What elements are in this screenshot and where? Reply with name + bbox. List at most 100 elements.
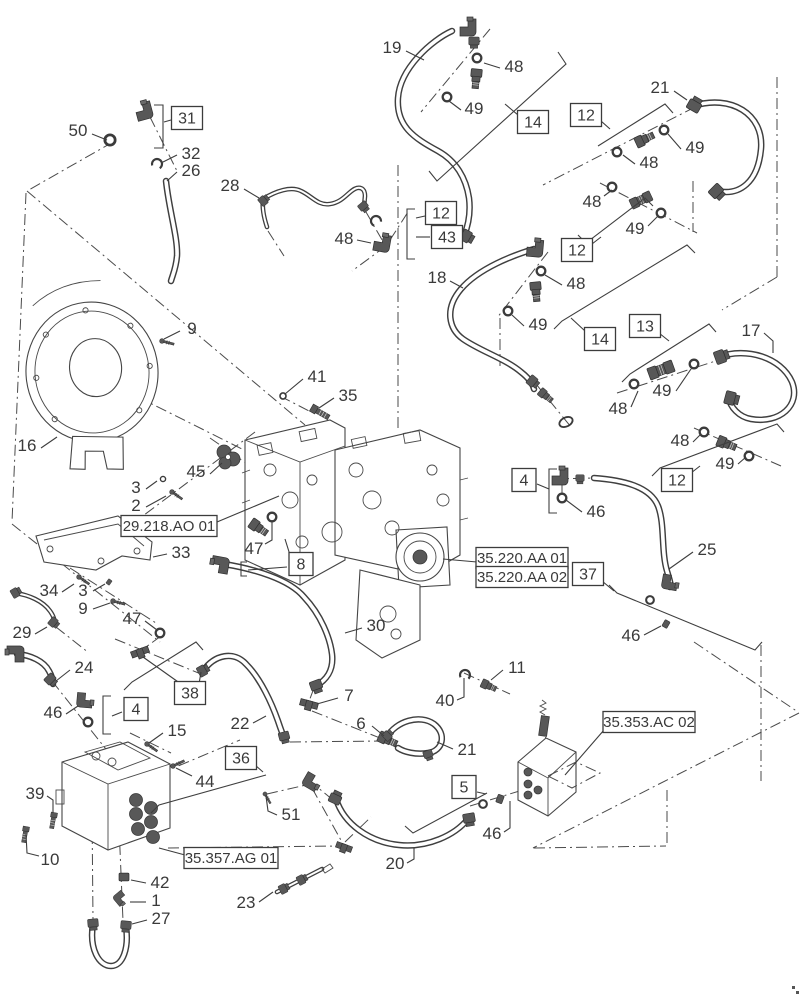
group-box-leader [536, 483, 550, 490]
part-number-callout: 7 [344, 686, 353, 705]
callout-leader [61, 583, 75, 593]
section-ref-box[interactable] [120, 514, 218, 538]
group-callout-box [511, 467, 537, 493]
part-number-callout: 46 [587, 502, 606, 521]
part-number-callout: 1 [151, 891, 160, 910]
part-number-callout: 11 [508, 658, 526, 677]
part-number-callout: 33 [172, 543, 191, 562]
group-box-leader [247, 566, 288, 571]
part-number-callout: 20 [386, 854, 405, 873]
ref-box-leader [564, 729, 605, 776]
callout-leader [673, 90, 688, 101]
section-ref-link[interactable]: 35.220.AA 02 [477, 569, 567, 586]
part-number-callout: 49 [653, 381, 672, 400]
pump-assembly [241, 419, 469, 659]
callout-leader [544, 274, 563, 286]
group-callout-box [173, 680, 207, 706]
callout-leader [565, 499, 583, 513]
callout-leader [318, 397, 335, 409]
group-box-leader [111, 711, 123, 717]
group-callout-number: 36 [232, 751, 250, 768]
group-callout-number: 13 [636, 319, 654, 336]
group-callout-number: 8 [297, 557, 306, 574]
section-ref-link[interactable]: 29.218.AO 01 [123, 518, 216, 535]
section-ref-link[interactable]: 35.357.AG 01 [185, 850, 278, 867]
control-valve [517, 699, 602, 817]
group-callout-box [170, 105, 204, 131]
group-callout-number: 12 [577, 108, 595, 125]
callout-leader [160, 154, 178, 164]
part-number-callout: 9 [187, 319, 196, 338]
part-number-callout: 29 [13, 623, 32, 642]
group-callout-box [571, 561, 605, 587]
callout-leader [344, 627, 363, 634]
part-number-callout: 44 [196, 772, 215, 791]
part-number-callout: 34 [40, 581, 59, 600]
group-callout-number: 4 [132, 702, 141, 719]
group-callout-box [430, 224, 464, 250]
part-number-callout: 40 [436, 691, 455, 710]
group-callout-number: 4 [520, 473, 529, 490]
group-callout-number: 12 [668, 473, 686, 490]
group-callout-number: 14 [591, 332, 609, 349]
part-number-callout: 15 [168, 721, 187, 740]
callout-leader [647, 215, 659, 227]
group-box-leader [415, 215, 426, 219]
section-ref-box[interactable] [602, 710, 696, 734]
callout-leader [675, 368, 692, 392]
callout-leader [65, 705, 79, 715]
part-number-callout: 22 [231, 714, 250, 733]
group-callout-box [451, 774, 477, 800]
section-ref-box[interactable] [183, 846, 279, 870]
part-number-callout: 25 [698, 540, 717, 559]
group-callout-box [224, 745, 258, 771]
callout-leader [55, 669, 71, 682]
fittings-layer [4, 16, 755, 933]
part-number-callout: 39 [26, 784, 45, 803]
callout-leader [668, 551, 694, 570]
part-number-callout: 48 [609, 399, 628, 418]
section-ref-box[interactable] [475, 565, 569, 589]
group-callout-number: 37 [579, 567, 597, 584]
group-callout-number: 31 [178, 111, 196, 128]
callout-leader [243, 188, 260, 199]
group-callout-box [569, 102, 603, 128]
callout-leader [91, 133, 108, 141]
callout-leader [92, 583, 106, 592]
part-number-callout: 2 [131, 496, 140, 515]
part-number-callout: 9 [78, 599, 87, 618]
section-ref-link[interactable]: 35.353.AC 02 [603, 714, 695, 731]
group-callout-box [660, 467, 694, 493]
part-number-callout: 23 [237, 893, 256, 912]
section-ref-link[interactable]: 35.220.AA 01 [477, 550, 567, 567]
callout-leader [25, 833, 40, 857]
group-box-leader [570, 317, 586, 332]
callout-leader [436, 741, 454, 750]
group-boundaries-layer [102, 51, 785, 834]
part-number-callout: 42 [151, 873, 170, 892]
callout-leader [163, 330, 181, 340]
part-number-callout: 16 [18, 436, 37, 455]
callout-leader [603, 189, 613, 197]
callout-leader [406, 848, 415, 864]
callout-leader [763, 332, 774, 353]
group-callout-box [424, 200, 458, 226]
callout-leader [175, 767, 193, 777]
page-corner-mark [792, 986, 799, 994]
part-number-callout: 49 [529, 315, 548, 334]
callout-leader [145, 495, 167, 508]
rigid-tube-23 [277, 863, 334, 892]
callout-leader [448, 100, 462, 111]
group-box-leader [600, 120, 611, 130]
callout-leader [356, 239, 372, 244]
callout-leader [371, 725, 385, 737]
part-number-callout: 47 [245, 539, 264, 558]
ref-box-leader [216, 495, 280, 523]
part-number-callout: 48 [505, 57, 524, 76]
callout-leader [152, 553, 168, 558]
callout-leader [622, 154, 636, 165]
callout-leader [40, 436, 58, 449]
part-number-callout: 3 [78, 581, 87, 600]
